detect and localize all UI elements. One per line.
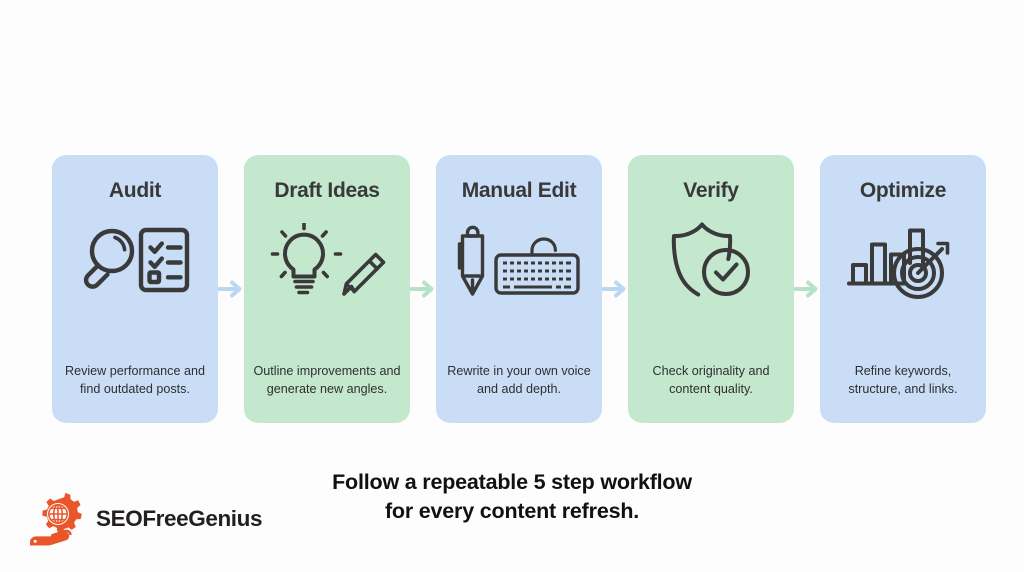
step-card-audit[interactable]: Audit Review performance and find outdat…: [52, 155, 218, 423]
step-card-optimize[interactable]: Optimize Refine keywords, structure, and…: [820, 155, 986, 423]
hand-holding-gear-globe-icon: [30, 492, 82, 546]
caption: Follow a repeatable 5 step workflow for …: [0, 468, 1024, 526]
step-card-verify[interactable]: Verify Check originality and content qua…: [628, 155, 794, 423]
step-card-manual-edit[interactable]: Manual Edit Rewrite in: [436, 155, 602, 423]
arrow-audit-to-draft: [218, 278, 244, 300]
step-description-draft-ideas: Outline improvements and generate new an…: [253, 364, 401, 397]
step-title-optimize: Optimize: [859, 179, 947, 202]
step-description-audit: Review performance and find outdated pos…: [64, 364, 205, 397]
lightbulb-pencil-icon: [257, 221, 397, 301]
shield-check-icon: [641, 221, 781, 301]
brand-logo[interactable]: SEOFreeGenius: [28, 492, 263, 548]
bar-chart-target-icon: [833, 221, 973, 301]
pen-keyboard-icon: [449, 221, 589, 301]
step-description-optimize: Refine keywords, structure, and links.: [848, 364, 958, 397]
brand-name: SEOFreeGenius: [96, 505, 263, 531]
arrow-verify-to-optimize: [794, 278, 820, 300]
step-title-manual-edit: Manual Edit: [461, 179, 577, 202]
arrow-edit-to-verify: [602, 278, 628, 300]
arrow-draft-to-edit: [410, 278, 436, 300]
step-title-verify: Verify: [683, 179, 739, 202]
step-card-draft-ideas[interactable]: Draft Ideas Outline improvements and gen…: [244, 155, 410, 423]
step-title-audit: Audit: [108, 179, 162, 202]
step-description-manual-edit: Rewrite in your own voice and add depth.: [447, 364, 591, 397]
step-description-verify: Check originality and content quality.: [652, 364, 770, 397]
magnifier-checklist-icon: [65, 221, 205, 301]
caption-line-1: Follow a repeatable 5 step workflow: [332, 470, 692, 494]
workflow-steps-row: Audit Review performance and find outdat…: [52, 155, 986, 423]
step-title-draft-ideas: Draft Ideas: [274, 179, 380, 202]
caption-line-2: for every content refresh.: [384, 499, 640, 524]
